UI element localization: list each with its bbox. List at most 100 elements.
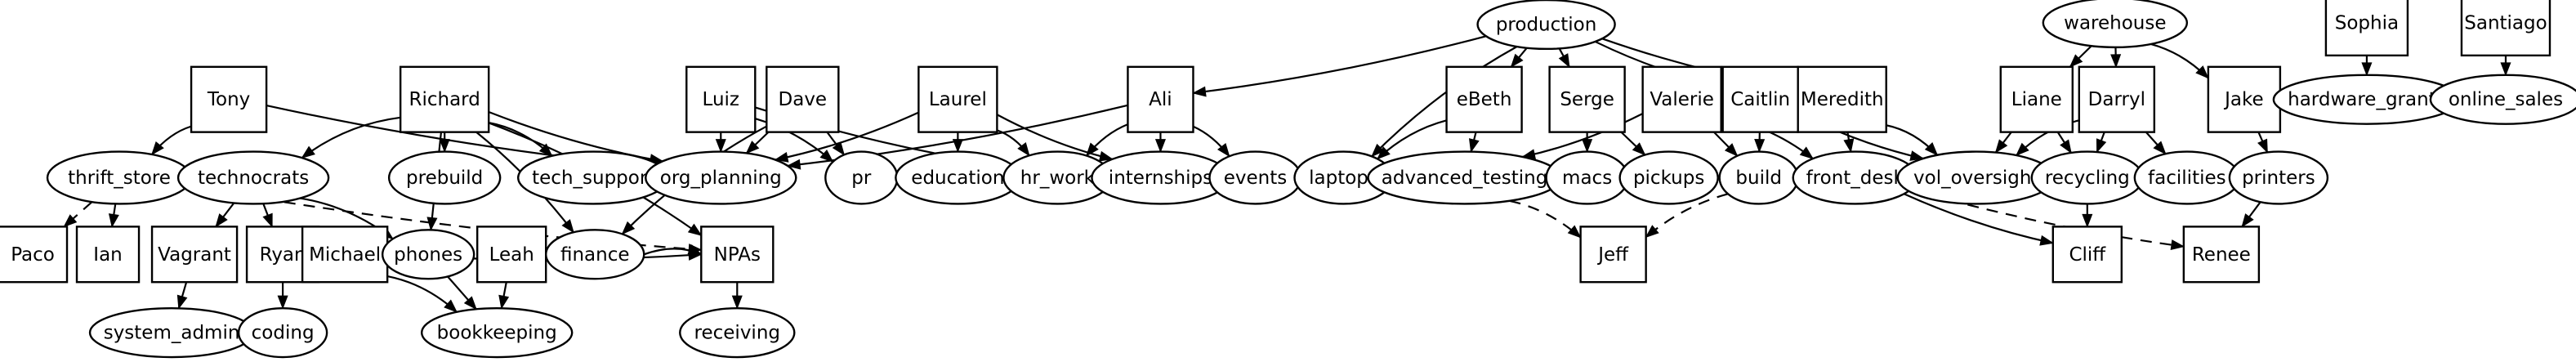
graph-node-advanced_testing[interactable]: advanced_testing bbox=[1367, 150, 1562, 205]
graph-node-Paco[interactable]: Paco bbox=[0, 226, 69, 284]
graph-node-Darryl[interactable]: Darryl bbox=[2078, 65, 2156, 133]
graph-node-Leah[interactable]: Leah bbox=[475, 226, 547, 284]
node-box-Vagrant[interactable] bbox=[150, 226, 239, 284]
graph-node-thrift_store[interactable]: thrift_store bbox=[46, 150, 193, 205]
graph-node-printers[interactable]: printers bbox=[2228, 150, 2329, 205]
graph-node-recycling[interactable]: recycling bbox=[2030, 150, 2145, 205]
graph-node-coding[interactable]: coding bbox=[237, 306, 328, 359]
node-box-Michael[interactable] bbox=[301, 226, 389, 284]
node-label-Caitlin: Caitlin bbox=[1730, 89, 1790, 110]
graph-node-Jeff[interactable]: Jeff bbox=[1579, 226, 1647, 284]
graph-edge bbox=[997, 129, 1030, 157]
node-box-Darryl[interactable] bbox=[2078, 65, 2156, 133]
graph-node-system_admin[interactable]: system_admin bbox=[88, 306, 255, 359]
node-ellipse-production[interactable] bbox=[1476, 0, 1616, 51]
graph-node-Laurel[interactable]: Laurel bbox=[917, 65, 998, 133]
node-box-eBeth[interactable] bbox=[1445, 65, 1523, 133]
node-label-online_sales: online_sales bbox=[2449, 89, 2563, 110]
node-box-Dave[interactable] bbox=[766, 65, 840, 133]
graph-node-Serge[interactable]: Serge bbox=[1548, 65, 1626, 133]
node-box-Richard[interactable] bbox=[399, 65, 490, 133]
graph-node-pr[interactable]: pr bbox=[824, 150, 899, 205]
graph-node-Renee[interactable]: Renee bbox=[2182, 226, 2261, 284]
graph-node-pickups[interactable]: pickups bbox=[1618, 150, 1719, 205]
graph-node-Cliff[interactable]: Cliff bbox=[2051, 226, 2123, 284]
graph-node-Ali[interactable]: Ali bbox=[1127, 65, 1194, 133]
graph-node-Ian[interactable]: Ian bbox=[75, 226, 141, 284]
graph-node-warehouse[interactable]: warehouse bbox=[2042, 0, 2189, 49]
node-ellipse-bookkeeping[interactable] bbox=[420, 306, 574, 359]
graph-edge bbox=[2241, 201, 2261, 228]
graph-node-technocrats[interactable]: technocrats bbox=[176, 150, 330, 205]
graph-node-education[interactable]: education bbox=[895, 150, 1021, 205]
graph-node-NPAs[interactable]: NPAs bbox=[700, 226, 775, 284]
graph-node-bookkeeping[interactable]: bookkeeping bbox=[420, 306, 574, 359]
graph-node-Michael[interactable]: Michael bbox=[301, 226, 389, 284]
node-box-Serge[interactable] bbox=[1548, 65, 1626, 133]
node-box-Meredith[interactable] bbox=[1797, 65, 1887, 133]
node-ellipse-online_sales[interactable] bbox=[2429, 74, 2576, 125]
node-box-Ian[interactable] bbox=[75, 226, 141, 284]
node-box-Santiago[interactable] bbox=[2460, 0, 2551, 57]
node-box-Paco[interactable] bbox=[0, 226, 69, 284]
graph-node-tech_support[interactable]: tech_support bbox=[517, 150, 670, 205]
graph-node-hardware_grants[interactable]: hardware_grants bbox=[2272, 74, 2462, 125]
edge-line-production-to-Ali bbox=[1193, 35, 1487, 95]
node-ellipse-pickups[interactable] bbox=[1618, 150, 1719, 205]
graph-node-Dave[interactable]: Dave bbox=[766, 65, 840, 133]
node-box-Laurel[interactable] bbox=[917, 65, 998, 133]
graph-edge bbox=[1193, 125, 1230, 158]
node-box-Cliff[interactable] bbox=[2051, 226, 2123, 284]
graph-node-vol_oversight[interactable]: vol_oversight bbox=[1896, 150, 2056, 205]
graph-node-events[interactable]: events bbox=[1208, 150, 1302, 205]
graph-node-macs[interactable]: macs bbox=[1545, 150, 1629, 205]
node-box-Renee[interactable] bbox=[2182, 226, 2261, 284]
node-box-Leah[interactable] bbox=[475, 226, 547, 284]
graph-node-Meredith[interactable]: Meredith bbox=[1797, 65, 1887, 133]
node-box-Jeff[interactable] bbox=[1579, 226, 1647, 284]
graph-node-eBeth[interactable]: eBeth bbox=[1445, 65, 1523, 133]
graph-node-production[interactable]: production bbox=[1476, 0, 1616, 51]
graph-node-Valerie[interactable]: Valerie bbox=[1641, 65, 1722, 133]
edge-arrowhead bbox=[745, 141, 760, 154]
node-ellipse-org_planning[interactable] bbox=[645, 150, 797, 205]
node-ellipse-warehouse[interactable] bbox=[2042, 0, 2189, 49]
graph-node-internships[interactable]: internships bbox=[1091, 150, 1230, 205]
graph-node-laptops[interactable]: laptops bbox=[1293, 150, 1394, 205]
node-ellipse-technocrats[interactable] bbox=[176, 150, 330, 205]
node-box-Ali[interactable] bbox=[1127, 65, 1194, 133]
edge-arrowhead bbox=[561, 219, 574, 234]
graph-node-receiving[interactable]: receiving bbox=[679, 306, 796, 359]
graph-node-facilities[interactable]: facilities bbox=[2133, 150, 2241, 205]
graph-node-Liane[interactable]: Liane bbox=[1999, 65, 2074, 133]
node-box-Luiz[interactable] bbox=[685, 65, 757, 133]
graph-node-phones[interactable]: phones bbox=[381, 229, 475, 280]
graph-node-prebuild[interactable]: prebuild bbox=[387, 150, 502, 205]
graph-node-Caitlin[interactable]: Caitlin bbox=[1721, 65, 1799, 133]
node-box-Tony[interactable] bbox=[190, 65, 268, 133]
node-ellipse-receiving[interactable] bbox=[679, 306, 796, 359]
graph-node-Tony[interactable]: Tony bbox=[190, 65, 268, 133]
graph-node-build[interactable]: build bbox=[1718, 150, 1799, 205]
node-ellipse-finance[interactable] bbox=[545, 229, 645, 280]
node-box-Liane[interactable] bbox=[1999, 65, 2074, 133]
node-ellipse-printers[interactable] bbox=[2228, 150, 2329, 205]
graph-node-Sophia[interactable]: Sophia bbox=[2324, 0, 2409, 57]
node-box-Valerie[interactable] bbox=[1641, 65, 1722, 133]
graph-node-Vagrant[interactable]: Vagrant bbox=[150, 226, 239, 284]
node-ellipse-prebuild[interactable] bbox=[387, 150, 502, 205]
node-ellipse-phones[interactable] bbox=[381, 229, 475, 280]
graph-node-front_desk[interactable]: front_desk bbox=[1792, 150, 1918, 205]
node-box-NPAs[interactable] bbox=[700, 226, 775, 284]
graph-node-org_planning[interactable]: org_planning bbox=[645, 150, 797, 205]
graph-node-Jake[interactable]: Jake bbox=[2207, 65, 2282, 133]
graph-node-Richard[interactable]: Richard bbox=[399, 65, 490, 133]
graph-node-Luiz[interactable]: Luiz bbox=[685, 65, 757, 133]
graph-edge bbox=[63, 201, 93, 228]
node-box-Sophia[interactable] bbox=[2324, 0, 2409, 57]
graph-node-finance[interactable]: finance bbox=[545, 229, 645, 280]
graph-node-online_sales[interactable]: online_sales bbox=[2429, 74, 2576, 125]
node-label-Ali: Ali bbox=[1149, 89, 1172, 110]
node-ellipse-coding[interactable] bbox=[237, 306, 328, 359]
graph-node-Santiago[interactable]: Santiago bbox=[2460, 0, 2551, 57]
